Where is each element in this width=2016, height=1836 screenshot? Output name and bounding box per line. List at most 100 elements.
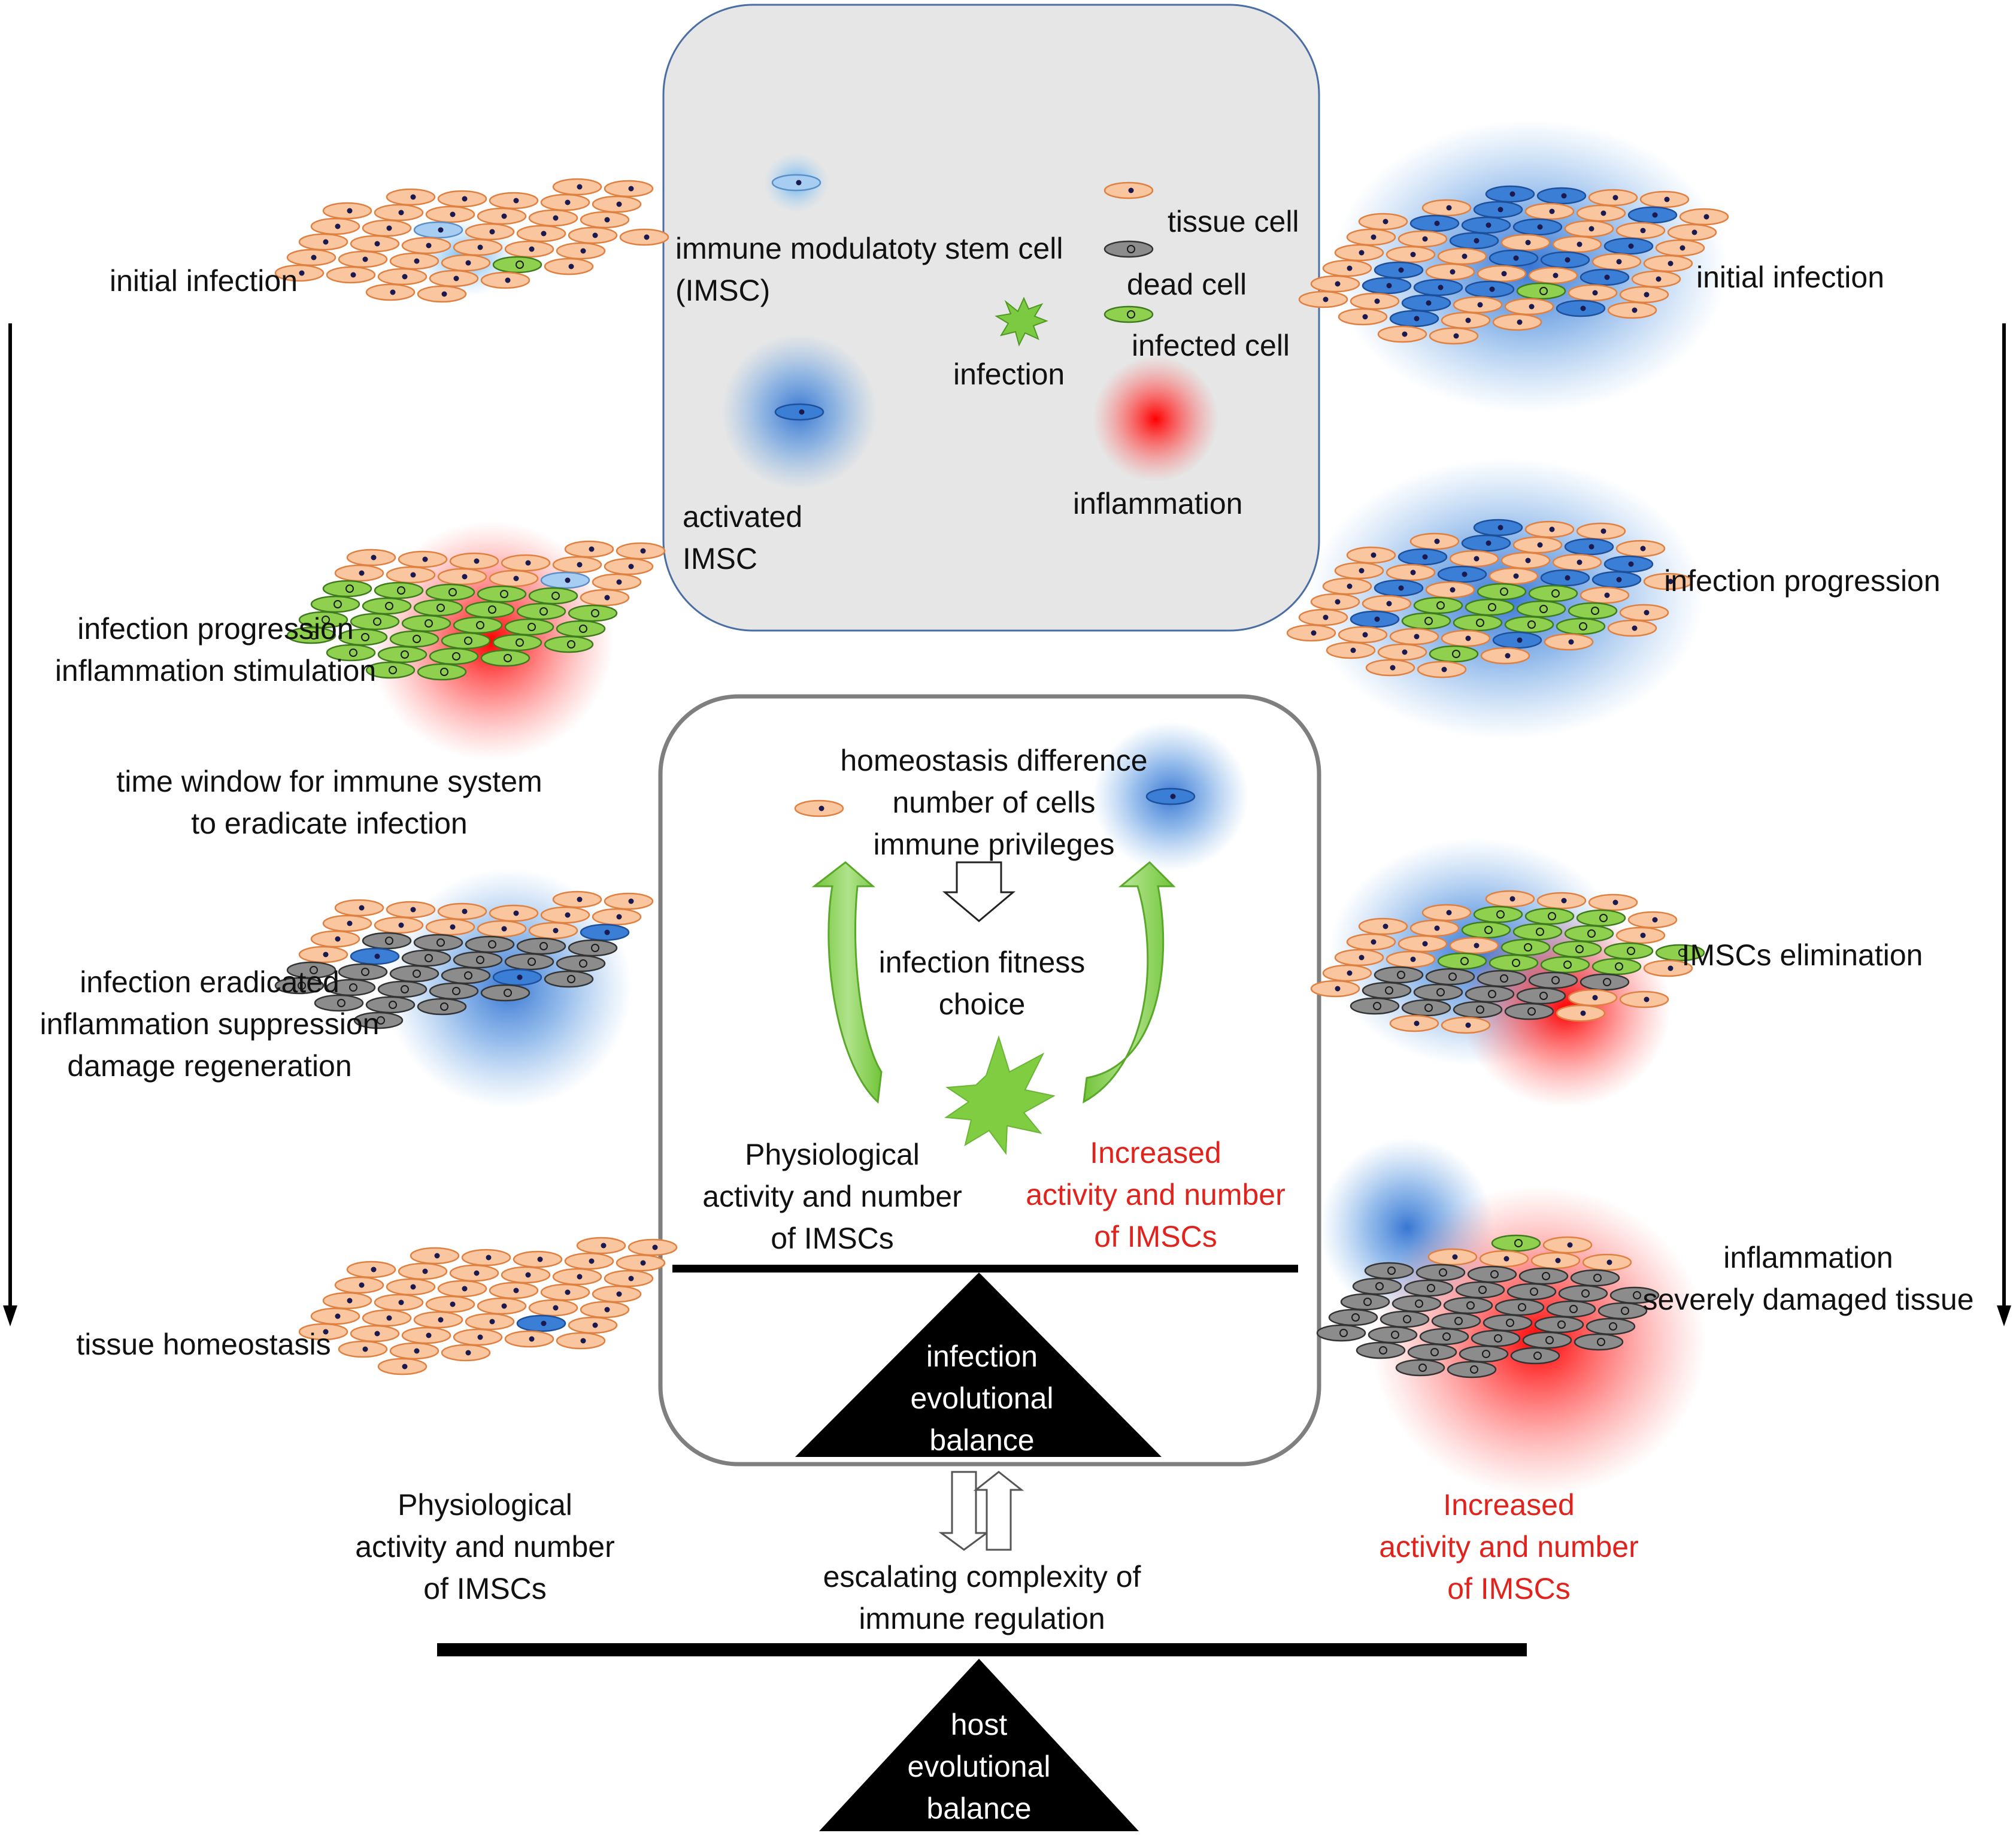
cell bbox=[1455, 1281, 1505, 1299]
right-caption-1: Increased bbox=[1443, 1488, 1575, 1522]
cell bbox=[1365, 659, 1415, 677]
cell bbox=[1556, 299, 1606, 317]
cell bbox=[1421, 904, 1472, 922]
cell bbox=[1338, 626, 1388, 644]
cell bbox=[1488, 954, 1539, 972]
cell bbox=[504, 953, 554, 971]
cell bbox=[417, 285, 467, 303]
cell bbox=[1441, 1016, 1491, 1034]
cell bbox=[528, 1299, 578, 1317]
cell bbox=[1603, 555, 1654, 573]
cell bbox=[425, 1295, 475, 1313]
cell bbox=[298, 1323, 348, 1341]
right-stage-2-label: infection progression bbox=[1664, 564, 1941, 598]
center-left-text-3: of IMSCs bbox=[771, 1222, 894, 1255]
cell bbox=[1528, 971, 1578, 989]
cell bbox=[501, 1266, 551, 1284]
bottom-text-1: escalating complexity of bbox=[823, 1560, 1141, 1593]
cell bbox=[1437, 565, 1487, 583]
cell bbox=[492, 256, 542, 274]
cell bbox=[1524, 202, 1575, 220]
cell bbox=[1585, 1317, 1636, 1335]
cell bbox=[592, 1285, 642, 1303]
cell bbox=[1395, 1359, 1445, 1377]
left-sheet-1-initial-infection bbox=[274, 178, 669, 303]
cell bbox=[477, 585, 527, 603]
cell bbox=[516, 225, 566, 243]
cell bbox=[413, 1311, 463, 1329]
cell bbox=[322, 1292, 372, 1310]
cell bbox=[1516, 987, 1566, 1005]
cell bbox=[1492, 631, 1542, 649]
cell bbox=[556, 620, 606, 638]
cell bbox=[350, 235, 400, 253]
cell bbox=[362, 597, 412, 615]
left-stage-3-label-2: to eradicate infection bbox=[191, 807, 468, 840]
cell bbox=[1473, 201, 1523, 219]
cell bbox=[1437, 952, 1487, 970]
cell bbox=[377, 980, 428, 998]
inflammation-legend-icon bbox=[1093, 356, 1218, 482]
cell bbox=[1568, 989, 1618, 1007]
cell bbox=[1310, 593, 1360, 611]
cell bbox=[1380, 1310, 1430, 1328]
cell bbox=[413, 221, 463, 239]
infection-star-center bbox=[944, 1035, 1056, 1155]
cell bbox=[1485, 890, 1535, 908]
cell bbox=[1350, 997, 1400, 1015]
cell bbox=[1340, 1293, 1390, 1311]
cell bbox=[513, 1250, 563, 1268]
cell bbox=[1389, 1014, 1439, 1032]
cell bbox=[1419, 1328, 1469, 1346]
cell bbox=[314, 994, 364, 1012]
cell bbox=[544, 257, 594, 275]
cell bbox=[552, 1268, 602, 1286]
cell bbox=[1346, 546, 1396, 564]
cell bbox=[1536, 187, 1587, 205]
cell bbox=[540, 193, 590, 211]
infection-fulcrum-text-1: infection bbox=[926, 1340, 1038, 1373]
cell bbox=[1552, 235, 1602, 253]
cell bbox=[389, 965, 439, 983]
cell bbox=[425, 918, 475, 936]
cell bbox=[592, 908, 642, 926]
cell bbox=[413, 599, 463, 617]
cell bbox=[362, 219, 412, 237]
cell bbox=[437, 1280, 487, 1298]
cell bbox=[449, 552, 499, 570]
cell bbox=[1425, 263, 1475, 281]
hollow-up-arrow-bottom bbox=[973, 1471, 1024, 1551]
cell bbox=[374, 581, 424, 599]
cell bbox=[1615, 540, 1666, 558]
cell bbox=[1477, 969, 1527, 987]
cell bbox=[1401, 294, 1451, 312]
cell bbox=[1477, 265, 1527, 283]
cell bbox=[453, 951, 503, 969]
legend-imsc-label-1: immune modulatoty stem cell bbox=[675, 232, 1063, 265]
cell bbox=[1461, 921, 1511, 939]
cell bbox=[504, 618, 554, 636]
cell bbox=[1488, 567, 1539, 585]
cell bbox=[298, 946, 348, 964]
cell bbox=[1591, 571, 1642, 589]
cell bbox=[580, 923, 630, 941]
cell bbox=[1389, 310, 1439, 328]
legend-infection-label: infection bbox=[953, 357, 1065, 391]
cell bbox=[1334, 949, 1384, 967]
host-balance-fulcrum bbox=[819, 1659, 1139, 1831]
cell bbox=[1580, 973, 1630, 991]
cell bbox=[604, 558, 654, 575]
cell bbox=[389, 252, 439, 270]
left-stage-4-label-3: damage regeneration bbox=[67, 1049, 352, 1083]
cell bbox=[1443, 1296, 1493, 1314]
cell bbox=[540, 1283, 590, 1301]
cell bbox=[1524, 907, 1575, 925]
cell bbox=[449, 1264, 499, 1282]
cell bbox=[1619, 990, 1669, 1008]
cell bbox=[1609, 1286, 1660, 1304]
cell bbox=[401, 949, 451, 967]
cell bbox=[1449, 232, 1499, 250]
cell bbox=[1421, 199, 1472, 217]
cell bbox=[362, 932, 412, 950]
cell bbox=[1534, 1316, 1584, 1334]
